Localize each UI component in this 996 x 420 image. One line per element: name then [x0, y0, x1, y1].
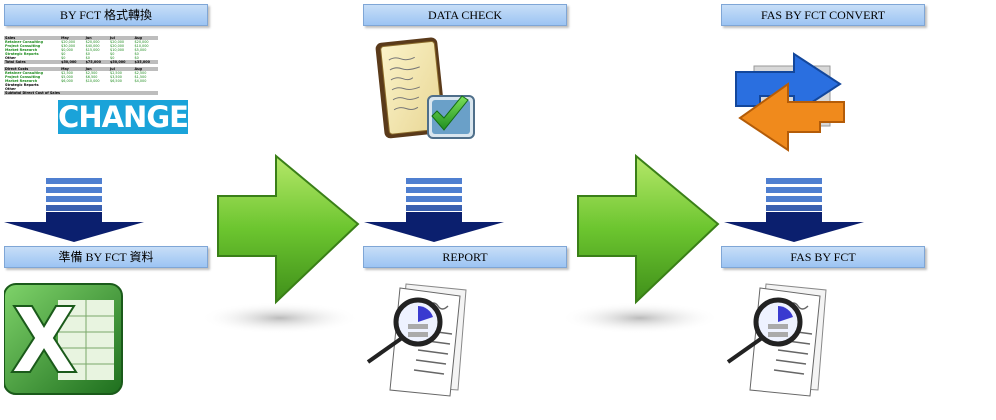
sheet-cell: $10,000: [134, 44, 149, 48]
sheet-row: Other $0 $0 $0 $0: [4, 56, 158, 60]
notepad-check-icon: [375, 37, 475, 139]
sheet-header-cell: Sales: [4, 36, 61, 40]
down-arrow-icon: [364, 178, 504, 242]
report-magnifier-icon: [726, 283, 827, 397]
sheet-cell: $75,000: [84, 60, 110, 64]
sheet-cell: Retainer Consulting: [5, 40, 43, 44]
sheet-row: Project Consulting $30,000 $40,000 $20,0…: [4, 44, 158, 48]
sheet-cell: $2,500: [134, 71, 147, 75]
sheet-cell: $50,000: [60, 60, 85, 64]
sheet-cell: $0: [110, 56, 115, 60]
flow-arrow-icon: [560, 153, 720, 334]
flow-arrow-icon: [200, 153, 360, 334]
label-prepare: 準備 BY FCT 資料: [4, 246, 208, 268]
sheet-cell: $2,500: [110, 71, 122, 75]
convert-arrows-icon: [735, 52, 845, 152]
label-fct-convert: BY FCT 格式轉換: [4, 4, 208, 26]
sheet-cell: $15,000: [85, 48, 100, 52]
sheet-cell: $20,000: [61, 40, 76, 44]
sheet-row: Project Consulting $5,000 $6,500 $3,500 …: [4, 75, 158, 79]
sheet-header-cell: Jul: [109, 67, 134, 71]
sheet-cell: Other: [5, 56, 16, 60]
sheet-cell: $5,000: [61, 75, 73, 79]
label-fas-by-fct: FAS BY FCT: [721, 246, 925, 268]
sheet-row: Strategic Reports: [4, 83, 158, 87]
sheet-cell: $0: [110, 52, 115, 56]
label-fas-convert: FAS BY FCT CONVERT: [721, 4, 925, 26]
sheet-cell: $2,500: [61, 71, 73, 75]
sheet-cell: $0: [134, 56, 139, 60]
down-arrow-icon: [724, 178, 864, 242]
sheet-row: Other: [4, 87, 158, 91]
sheet-cell: $3,500: [110, 75, 122, 79]
sheet-cell: $6,500: [85, 75, 98, 79]
sheet-header-cell: May: [60, 36, 85, 40]
sheet-cell: Strategic Reports: [5, 52, 39, 56]
sheet-subtotal-row: Subtotal Direct Cost of Sales: [4, 91, 158, 95]
sheet-row: Retainer Consulting $20,000 $20,000 $20,…: [4, 40, 158, 44]
sheet-cell: $0: [85, 52, 90, 56]
sheet-cell: Strategic Reports: [5, 83, 39, 87]
sheet-cell: $10,000: [110, 48, 125, 52]
sheet-cell: $40,000: [85, 44, 100, 48]
sheet-header-cell: May: [60, 67, 85, 71]
sheet-cell: $50,000: [109, 60, 134, 64]
sheet-cell: $6,000: [61, 79, 73, 83]
sheet-header-row: Sales May Jun Jul Aug: [4, 36, 158, 40]
report-magnifier-icon: [366, 283, 467, 397]
sheet-cell: $1,500: [134, 75, 147, 79]
sheet-cell: Market Research: [5, 48, 38, 52]
label-report: REPORT: [363, 246, 567, 268]
sheet-row: Market Research $0,000 $15,000 $10,000 $…: [4, 48, 158, 52]
sheet-header-row: Direct Costs May Jun Jul Aug: [4, 67, 158, 71]
sheet-header-cell: Aug: [133, 36, 158, 40]
sheet-cell: $20,000: [110, 40, 125, 44]
sheet-row: Strategic Reports $0 $0 $0 $0: [4, 52, 158, 56]
sheet-header-cell: Aug: [133, 67, 158, 71]
sheet-cell: $20,000: [110, 44, 125, 48]
sheet-header-cell: Jul: [109, 36, 134, 40]
sheet-cell: $30,000: [61, 44, 76, 48]
sheet-cell: Retainer Consulting: [5, 71, 43, 75]
sheet-cell: $0,000: [61, 48, 73, 52]
sheet-header-cell: Jun: [84, 36, 110, 40]
sheet-cell: $2,500: [85, 71, 98, 75]
label-data-check: DATA CHECK: [363, 4, 567, 26]
sheet-cell: Subtotal Direct Cost of Sales: [4, 91, 158, 95]
sheet-cell: $0: [134, 52, 139, 56]
sheet-cell: $20,000: [134, 40, 149, 44]
sheet-cell: $5,000: [134, 48, 147, 52]
excel-icon: [4, 283, 123, 395]
sheet-cell: Total Sales: [4, 60, 61, 64]
sheet-cell: $6,500: [110, 79, 122, 83]
sheet-cell: $0: [61, 52, 66, 56]
spreadsheet-image: Sales May Jun Jul Aug Retainer Consultin…: [4, 36, 158, 112]
sheet-cell: $0: [61, 56, 66, 60]
change-banner: CHANGE: [58, 100, 189, 134]
sheet-row: Market Research $6,000 $10,000 $6,500 $4…: [4, 79, 158, 83]
down-arrow-icon: [4, 178, 144, 242]
sheet-header-cell: Jun: [84, 67, 110, 71]
sheet-cell: Other: [5, 87, 16, 91]
sheet-cell: $4,000: [134, 79, 147, 83]
sheet-cell: $35,000: [133, 60, 158, 64]
sheet-cell: Market Research: [5, 79, 38, 83]
sheet-row: Retainer Consulting $2,500 $2,500 $2,500…: [4, 71, 158, 75]
sheet-cell: Project Consulting: [5, 75, 41, 79]
sheet-cell: Project Consulting: [5, 44, 41, 48]
sheet-cell: $0: [85, 56, 90, 60]
sheet-cell: $20,000: [85, 40, 100, 44]
sheet-total-row: Total Sales $50,000 $75,000 $50,000 $35,…: [4, 60, 158, 64]
sheet-cell: $10,000: [85, 79, 100, 83]
sheet-header-cell: Direct Costs: [4, 67, 61, 71]
